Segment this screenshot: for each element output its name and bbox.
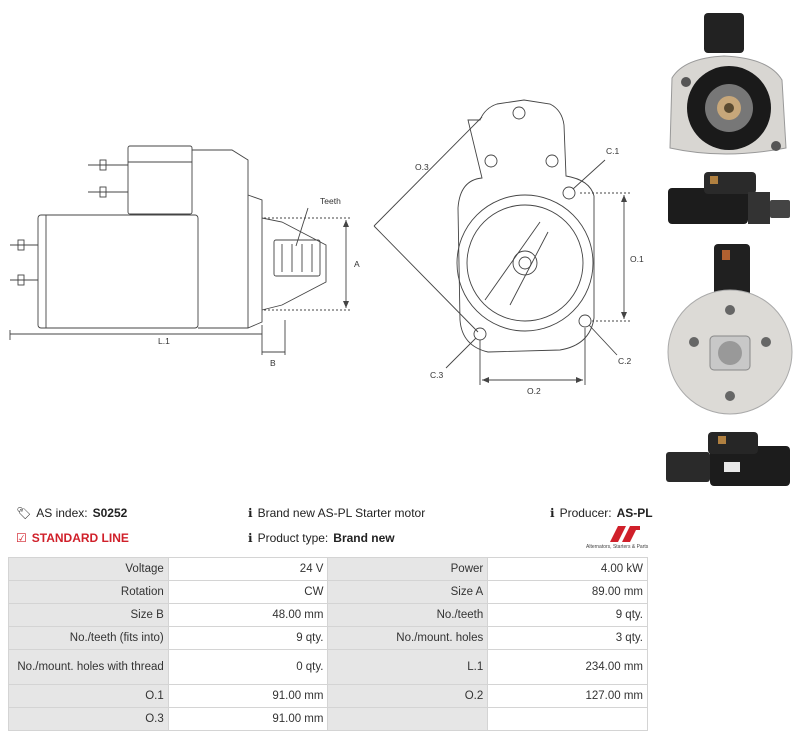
dim-label-o1: O.1 <box>630 254 644 264</box>
as-pl-logo: Alternators, Starters & Parts <box>586 524 648 550</box>
spec-value: 91.00 mm <box>167 707 329 731</box>
spec-value: 3 qty. <box>487 626 648 650</box>
spec-value: 234.00 mm <box>487 649 648 685</box>
as-index-label: AS index: <box>36 506 88 520</box>
standard-line-row: ☑ STANDARD LINE <box>16 531 129 545</box>
spec-value: 89.00 mm <box>487 580 648 604</box>
spec-label: Power <box>327 557 489 581</box>
spec-value <box>487 707 648 731</box>
spec-row: No./teeth (fits into)9 qty.No./mount. ho… <box>8 626 648 650</box>
spec-value: 0 qty. <box>167 649 329 685</box>
spec-label: No./teeth (fits into) <box>8 626 169 650</box>
spec-label <box>327 707 489 731</box>
producer-row: ℹ Producer: AS-PL <box>550 506 653 520</box>
spec-label: L.1 <box>327 649 489 685</box>
pinion-outline <box>273 239 321 277</box>
as-index-row: 🏷 AS index: S0252 <box>16 506 127 520</box>
tags-icon: 🏷 <box>16 506 32 520</box>
spec-value: 24 V <box>167 557 329 581</box>
front-housing-outline <box>457 99 595 353</box>
spec-label: O.2 <box>327 684 489 708</box>
spec-label: No./mount. holes <box>327 626 489 650</box>
dim-label-c2: C.2 <box>618 356 632 366</box>
as-logo-mark-icon <box>610 526 640 542</box>
photo-side-view <box>668 172 790 224</box>
spec-value: 48.00 mm <box>167 603 329 627</box>
spec-value: 91.00 mm <box>167 684 329 708</box>
dim-label-o2: O.2 <box>527 386 541 396</box>
spec-value: 9 qty. <box>487 603 648 627</box>
spec-value: 127.00 mm <box>487 684 648 708</box>
product-type-row: ℹ Product type: Brand new <box>248 531 395 545</box>
logo-tagline: Alternators, Starters & Parts <box>586 544 649 550</box>
spec-label: No./teeth <box>327 603 489 627</box>
photo-front-view <box>669 13 787 155</box>
producer-label: Producer: <box>559 506 612 520</box>
standard-line-label: STANDARD LINE <box>31 531 129 545</box>
teeth-label: Teeth <box>320 196 341 206</box>
front-flange-outer <box>456 194 594 332</box>
dim-label-b: B <box>270 358 276 368</box>
as-index-value: S0252 <box>92 506 128 520</box>
motor-body-outline <box>37 214 199 329</box>
description-text: Brand new AS-PL Starter motor <box>257 506 426 520</box>
spec-label: No./mount. holes with thread <box>8 649 169 685</box>
checkbox-checked-icon: ☑ <box>16 531 27 545</box>
spec-label: O.3 <box>8 707 169 731</box>
spec-label: Rotation <box>8 580 169 604</box>
info-icon: ℹ <box>550 506 555 520</box>
product-type-label: Product type: <box>257 531 329 545</box>
spec-label: Size B <box>8 603 169 627</box>
info-icon: ℹ <box>248 506 253 520</box>
mount-hole-c1 <box>562 186 576 200</box>
dim-label-c1: C.1 <box>606 146 620 156</box>
technical-drawing: Teeth A L.1 B O.3 O.1 O.2 C.1 C.2 C.3 <box>9 13 793 486</box>
mount-hole-c2 <box>578 314 592 328</box>
spec-label: O.1 <box>8 684 169 708</box>
dim-label-o3: O.3 <box>415 162 429 172</box>
photo-rear-view <box>667 244 793 415</box>
spec-label: Voltage <box>8 557 169 581</box>
dim-label-a: A <box>354 259 360 269</box>
producer-value: AS-PL <box>616 506 653 520</box>
description-row: ℹ Brand new AS-PL Starter motor <box>248 506 425 520</box>
dim-label-l1: L.1 <box>158 336 170 346</box>
product-type-value: Brand new <box>333 531 395 545</box>
dimension-drawing-svg: Teeth A L.1 B O.3 O.1 O.2 C.1 C.2 C.3 <box>9 99 644 396</box>
solenoid-outline <box>127 145 193 215</box>
photo-side-view-2 <box>666 432 790 486</box>
spec-value: 9 qty. <box>167 626 329 650</box>
spec-value: 4.00 kW <box>487 557 648 581</box>
dim-label-c3: C.3 <box>430 370 444 380</box>
spec-value: CW <box>167 580 329 604</box>
spec-label: Size A <box>327 580 489 604</box>
info-icon: ℹ <box>248 531 253 545</box>
